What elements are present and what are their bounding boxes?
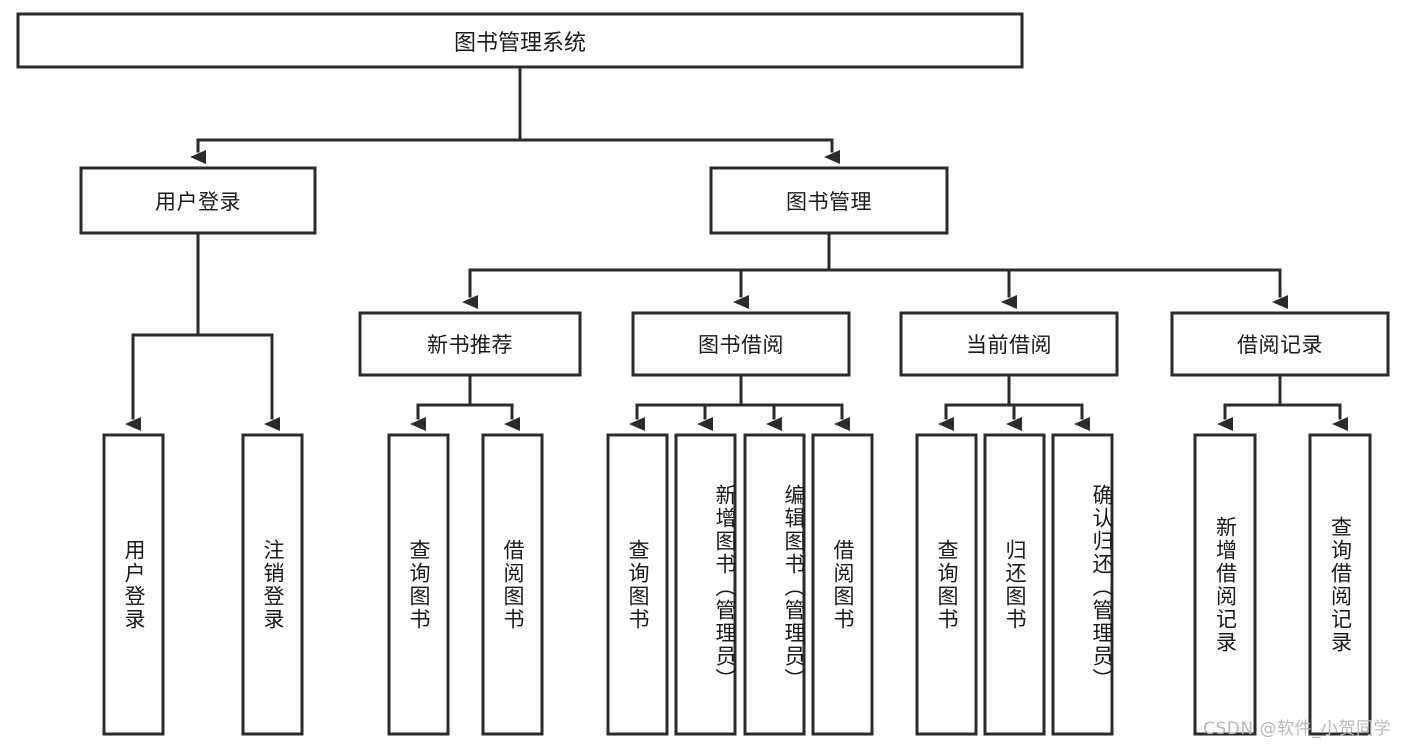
node-box-current-borrow[interactable]	[899, 311, 1119, 377]
node-box-l-add-record[interactable]	[1193, 433, 1257, 736]
node-box-l-query-book-3[interactable]	[915, 433, 978, 736]
node-box-l-query-record[interactable]	[1308, 433, 1372, 736]
node-box-l-logout[interactable]	[241, 433, 304, 736]
node-box-l-borrow-book-2[interactable]	[811, 433, 874, 736]
node-box-new-book-rec[interactable]	[358, 311, 582, 377]
node-box-l-edit-book[interactable]	[743, 433, 806, 736]
watermark-text: CSDN @软件_小贺同学	[1203, 719, 1391, 739]
node-box-root[interactable]	[16, 12, 1024, 69]
node-box-book-borrow[interactable]	[631, 311, 851, 377]
node-box-l-user-login[interactable]	[102, 433, 165, 736]
node-box-l-return-book[interactable]	[983, 433, 1046, 736]
node-box-user-login[interactable]	[79, 166, 317, 235]
node-box-borrow-record[interactable]	[1170, 311, 1390, 377]
node-box-l-confirm-return[interactable]	[1051, 433, 1114, 736]
node-box-l-borrow-book-1[interactable]	[481, 433, 544, 736]
node-box-l-add-book[interactable]	[674, 433, 737, 736]
node-layer	[16, 12, 1390, 736]
node-box-book-manage[interactable]	[709, 166, 949, 235]
node-box-l-query-book-2[interactable]	[606, 433, 669, 736]
edge-layer	[125, 65, 1348, 431]
node-box-l-query-book-1[interactable]	[387, 433, 450, 736]
